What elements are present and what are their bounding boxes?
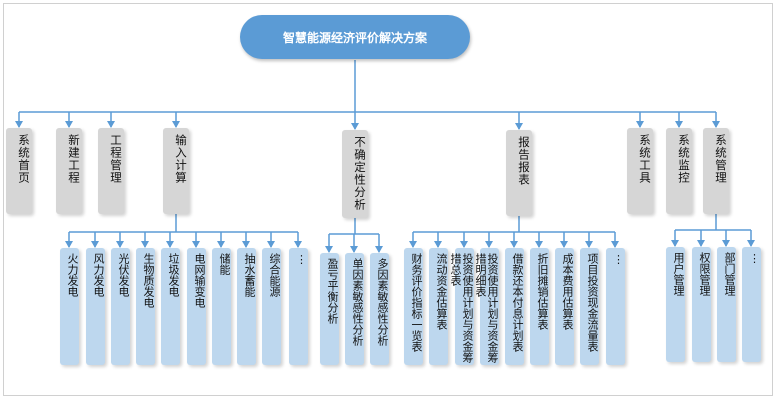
arrow-icon [636, 121, 644, 128]
arrow-icon [91, 241, 99, 248]
sub-module-node: 火力发电 [60, 248, 79, 365]
arrow-icon [611, 241, 619, 248]
arrow-icon [172, 121, 180, 128]
module-node: 系统首页 [6, 128, 32, 214]
arrow-icon [434, 241, 442, 248]
sub-module-node: 储能 [212, 248, 231, 365]
sub-module-node: 投资使用计划与资金筹措明细表 [474, 248, 499, 365]
arrow-icon [116, 241, 124, 248]
sub-module-node: 抽水蓄能 [237, 248, 256, 365]
arrow-icon [675, 121, 683, 128]
arrow-icon [294, 241, 302, 248]
arrow-icon [460, 241, 468, 248]
sub-module-node: ⋮ [742, 247, 761, 362]
arrow-icon [141, 241, 149, 248]
arrow-icon [535, 241, 543, 248]
sub-module-node: 垃圾发电 [161, 248, 180, 365]
module-node: 系统工具 [627, 128, 653, 214]
arrow-icon [242, 241, 250, 248]
module-node: 不确定性分析 [342, 130, 368, 218]
sub-module-node: 部门管理 [717, 247, 736, 362]
arrow-icon [192, 241, 200, 248]
sub-module-node: 风力发电 [86, 248, 105, 365]
sub-module-node: 权限管理 [692, 247, 711, 362]
module-node: 新建工程 [56, 128, 82, 214]
sub-module-node: 成本费用估算表 [555, 248, 574, 365]
arrow-icon [350, 246, 358, 253]
arrow-icon [485, 241, 493, 248]
sub-module-node: 光伏发电 [111, 248, 130, 365]
arrow-icon [747, 240, 755, 247]
sub-module-node: 流动资金估算表 [429, 248, 448, 365]
module-node: 报告报表 [506, 130, 532, 216]
arrow-icon [15, 121, 23, 128]
arrow-icon [722, 240, 730, 247]
sub-module-node: 电网输变电 [187, 248, 206, 365]
arrow-icon [671, 240, 679, 247]
arrow-icon [65, 121, 73, 128]
sub-module-node: ⋮ [289, 248, 308, 365]
sub-module-node: 投资使用计划与资金筹措总表 [449, 248, 474, 365]
arrow-icon [585, 241, 593, 248]
arrow-icon [375, 246, 383, 253]
sub-module-node: 借款还本付息计划表 [505, 248, 524, 365]
arrow-icon [515, 123, 523, 130]
sub-module-node: 项目投资现金流量表 [580, 248, 599, 365]
sub-module-node: 多因素敏感性分析 [370, 253, 389, 365]
arrow-icon [267, 241, 275, 248]
sub-module-node: 综合能源 [262, 248, 281, 365]
arrow-icon [560, 241, 568, 248]
module-node: 系统监控 [666, 128, 692, 214]
arrow-icon [65, 241, 73, 248]
arrow-icon [325, 246, 333, 253]
sub-module-node: 盈亏平衡分析 [320, 253, 339, 365]
arrow-icon [351, 123, 359, 130]
sub-module-node: 财务评价指标一览表 [404, 248, 423, 365]
sub-module-node: 单因素敏感性分析 [345, 253, 364, 365]
sub-module-node: 折旧摊销估算表 [530, 248, 549, 365]
arrow-icon [409, 241, 417, 248]
module-node: 系统管理 [703, 128, 729, 214]
module-node: 工程管理 [98, 128, 124, 214]
root-node: 智慧能源经济评价解决方案 [240, 15, 470, 59]
diagram-frame [3, 3, 773, 396]
arrow-icon [166, 241, 174, 248]
sub-module-node: 生物质发电 [136, 248, 155, 365]
sub-module-node: 用户管理 [666, 247, 685, 362]
arrow-icon [697, 240, 705, 247]
arrow-icon [217, 241, 225, 248]
module-node: 输入计算 [163, 128, 189, 214]
arrow-icon [712, 121, 720, 128]
sub-module-node: ⋮ [606, 248, 625, 365]
arrow-icon [107, 121, 115, 128]
arrow-icon [510, 241, 518, 248]
